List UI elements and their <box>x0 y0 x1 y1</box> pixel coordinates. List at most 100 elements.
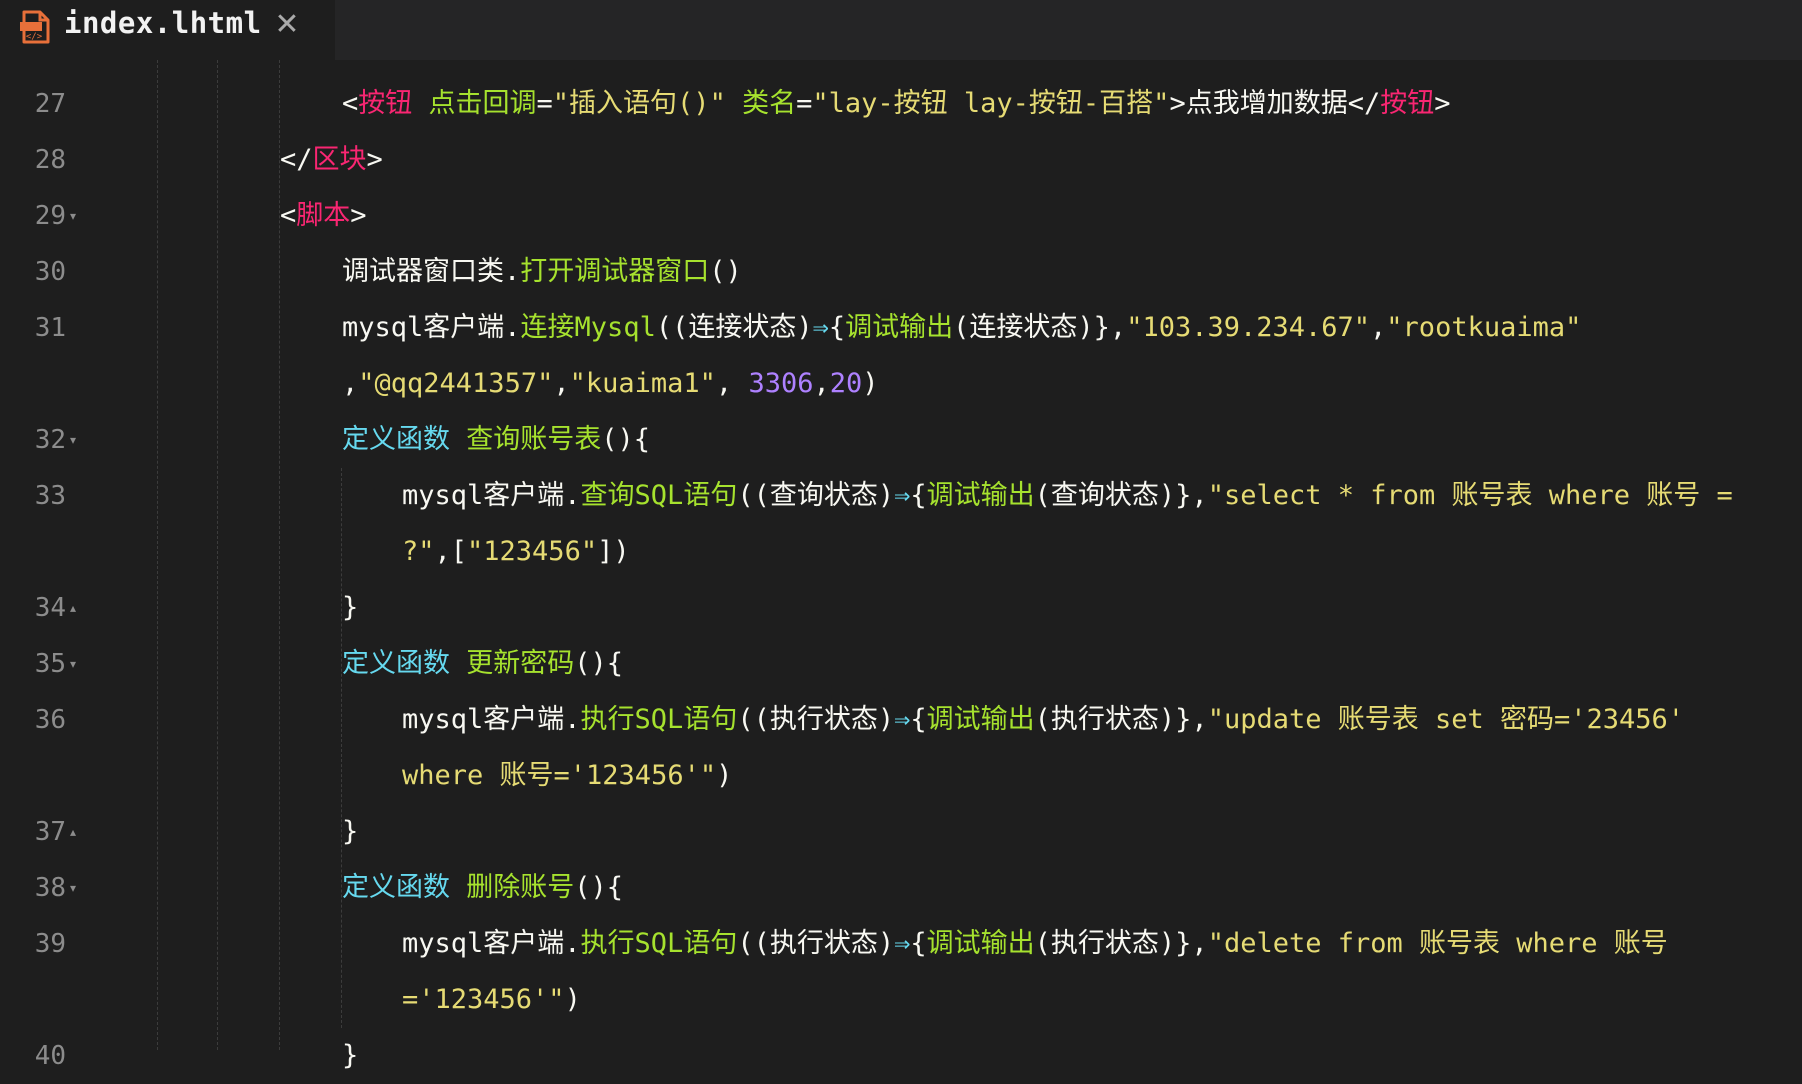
code-token: (){ <box>601 424 651 455</box>
code-token: () <box>709 256 742 287</box>
code-token: 执行状态 <box>769 704 878 735</box>
code-token <box>450 648 466 679</box>
code-token: )}, <box>1158 928 1208 959</box>
code-text: 定义函数 删除账号(){ <box>342 860 623 916</box>
code-token: . <box>564 704 581 735</box>
fold-collapse-icon[interactable]: ▾ <box>70 657 77 671</box>
fold-expand-icon[interactable]: ▴ <box>70 825 77 839</box>
code-line[interactable]: ,"@qq2441357","kuaima1", 3306,20) <box>0 356 1802 412</box>
code-token: { <box>828 312 846 343</box>
code-token: { <box>910 928 927 959</box>
code-token: . <box>564 480 581 511</box>
code-line[interactable]: ?",["123456"]) <box>0 524 1802 580</box>
code-text: <按钮 点击回调="插入语句()" 类名="lay-按钮 lay-按钮-百搭">… <box>342 76 1450 132</box>
code-token: > <box>366 144 383 175</box>
code-editor[interactable]: 27<按钮 点击回调="插入语句()" 类名="lay-按钮 lay-按钮-百搭… <box>0 60 1802 1071</box>
code-line[interactable]: ='123456'") <box>0 972 1802 1028</box>
code-token: , <box>1370 312 1387 343</box>
code-token: "103.39.234.67" <box>1126 312 1371 343</box>
code-token: 查询状态 <box>1050 480 1159 511</box>
code-token: . <box>504 256 521 287</box>
code-token: 定义函数 <box>342 648 450 679</box>
tab-index-lhtml[interactable]: </> index.lhtml ✕ <box>0 0 335 60</box>
line-number: 35 <box>34 649 66 679</box>
code-token: < <box>280 200 297 231</box>
line-number: 39 <box>34 929 66 959</box>
code-token <box>450 424 466 455</box>
code-text: </区块> <box>280 132 383 188</box>
code-text: ?",["123456"]) <box>402 524 630 580</box>
close-icon[interactable]: ✕ <box>274 7 300 42</box>
code-token: "插入语句()" <box>552 88 726 119</box>
code-token: "@qq2441357" <box>358 368 554 399</box>
code-token: mysql客户端 <box>402 704 565 735</box>
code-token: 执行状态 <box>1050 928 1159 959</box>
code-token: 调试输出 <box>926 928 1035 959</box>
code-token: ]) <box>597 536 630 567</box>
code-token: } <box>342 1040 359 1071</box>
code-token: 区块 <box>312 144 367 175</box>
code-token: ⇒ <box>894 704 911 735</box>
code-line[interactable]: 40} <box>0 1028 1802 1084</box>
code-token: 执行状态 <box>1050 704 1159 735</box>
code-token: "rootkuaima" <box>1386 312 1582 343</box>
code-token: )}, <box>1158 480 1208 511</box>
code-token: ) <box>877 704 895 735</box>
code-line[interactable]: 35 ▾ 定义函数 更新密码(){ <box>0 636 1802 692</box>
code-token: ( <box>1034 928 1051 959</box>
code-line[interactable]: 29 ▾ <脚本> <box>0 188 1802 244</box>
code-token: 3306 <box>748 368 814 399</box>
code-token: { <box>910 704 927 735</box>
code-line[interactable]: 32▾定义函数 查询账号表(){ <box>0 412 1802 468</box>
code-text: <脚本> <box>280 188 367 244</box>
code-token: 连接Mysql <box>520 312 656 343</box>
code-token: 查询SQL语句 <box>580 480 738 511</box>
code-token: "kuaima1" <box>569 368 716 399</box>
code-token: "123456" <box>467 536 598 567</box>
code-token: >点我增加数据</ <box>1169 88 1381 119</box>
code-line[interactable]: 37▴} <box>0 804 1802 860</box>
fold-collapse-icon[interactable]: ▾ <box>70 881 77 895</box>
code-text: } <box>342 580 358 636</box>
code-text: 调试器窗口类.打开调试器窗口() <box>342 244 742 300</box>
code-token: . <box>564 928 581 959</box>
code-text: 定义函数 更新密码(){ <box>342 636 623 692</box>
code-text: 定义函数 查询账号表(){ <box>342 412 650 468</box>
fold-expand-icon[interactable]: ▴ <box>70 601 77 615</box>
fold-collapse-icon[interactable]: ▾ <box>70 433 77 447</box>
code-token: , <box>342 368 359 399</box>
code-token: 调试器窗口类 <box>342 256 504 287</box>
fold-collapse-icon[interactable]: ▾ <box>70 209 77 223</box>
code-text: mysql客户端.执行SQL语句((执行状态)⇒{调试输出(执行状态)},"de… <box>402 916 1668 972</box>
code-token: "lay-按钮 lay-按钮-百搭" <box>812 88 1170 119</box>
code-line[interactable]: 34▴} <box>0 580 1802 636</box>
line-number: 40 <box>34 1041 66 1071</box>
tab-bar: </> index.lhtml ✕ <box>0 0 1802 60</box>
code-token: (( <box>737 480 770 511</box>
code-token: 定义函数 <box>342 872 450 903</box>
code-token: 打开调试器窗口 <box>520 256 710 287</box>
code-line[interactable]: 38▾定义函数 删除账号(){ <box>0 860 1802 916</box>
code-token: "select * from 账号表 where 账号 = <box>1207 480 1733 511</box>
svg-text:</>: </> <box>26 32 43 42</box>
code-text: mysql客户端.连接Mysql((连接状态)⇒{调试输出(连接状态)},"10… <box>342 300 1581 356</box>
code-token: = <box>796 88 813 119</box>
indent-guide <box>157 60 158 1050</box>
line-number: 36 <box>34 705 66 735</box>
line-number: 29 <box>34 201 66 231</box>
code-line[interactable]: 27<按钮 点击回调="插入语句()" 类名="lay-按钮 lay-按钮-百搭… <box>0 76 1802 132</box>
tab-title: index.lhtml <box>64 6 262 40</box>
code-token: "update 账号表 set 密码='23456' <box>1207 704 1685 735</box>
code-token: "delete from 账号表 where 账号 <box>1207 928 1668 959</box>
code-token: 删除账号 <box>466 872 575 903</box>
code-token: 执行SQL语句 <box>580 928 738 959</box>
code-line[interactable]: where 账号='123456'") <box>0 748 1802 804</box>
code-line[interactable]: 28</区块> <box>0 132 1802 188</box>
code-token: (){ <box>574 648 624 679</box>
code-token: mysql客户端 <box>402 480 565 511</box>
